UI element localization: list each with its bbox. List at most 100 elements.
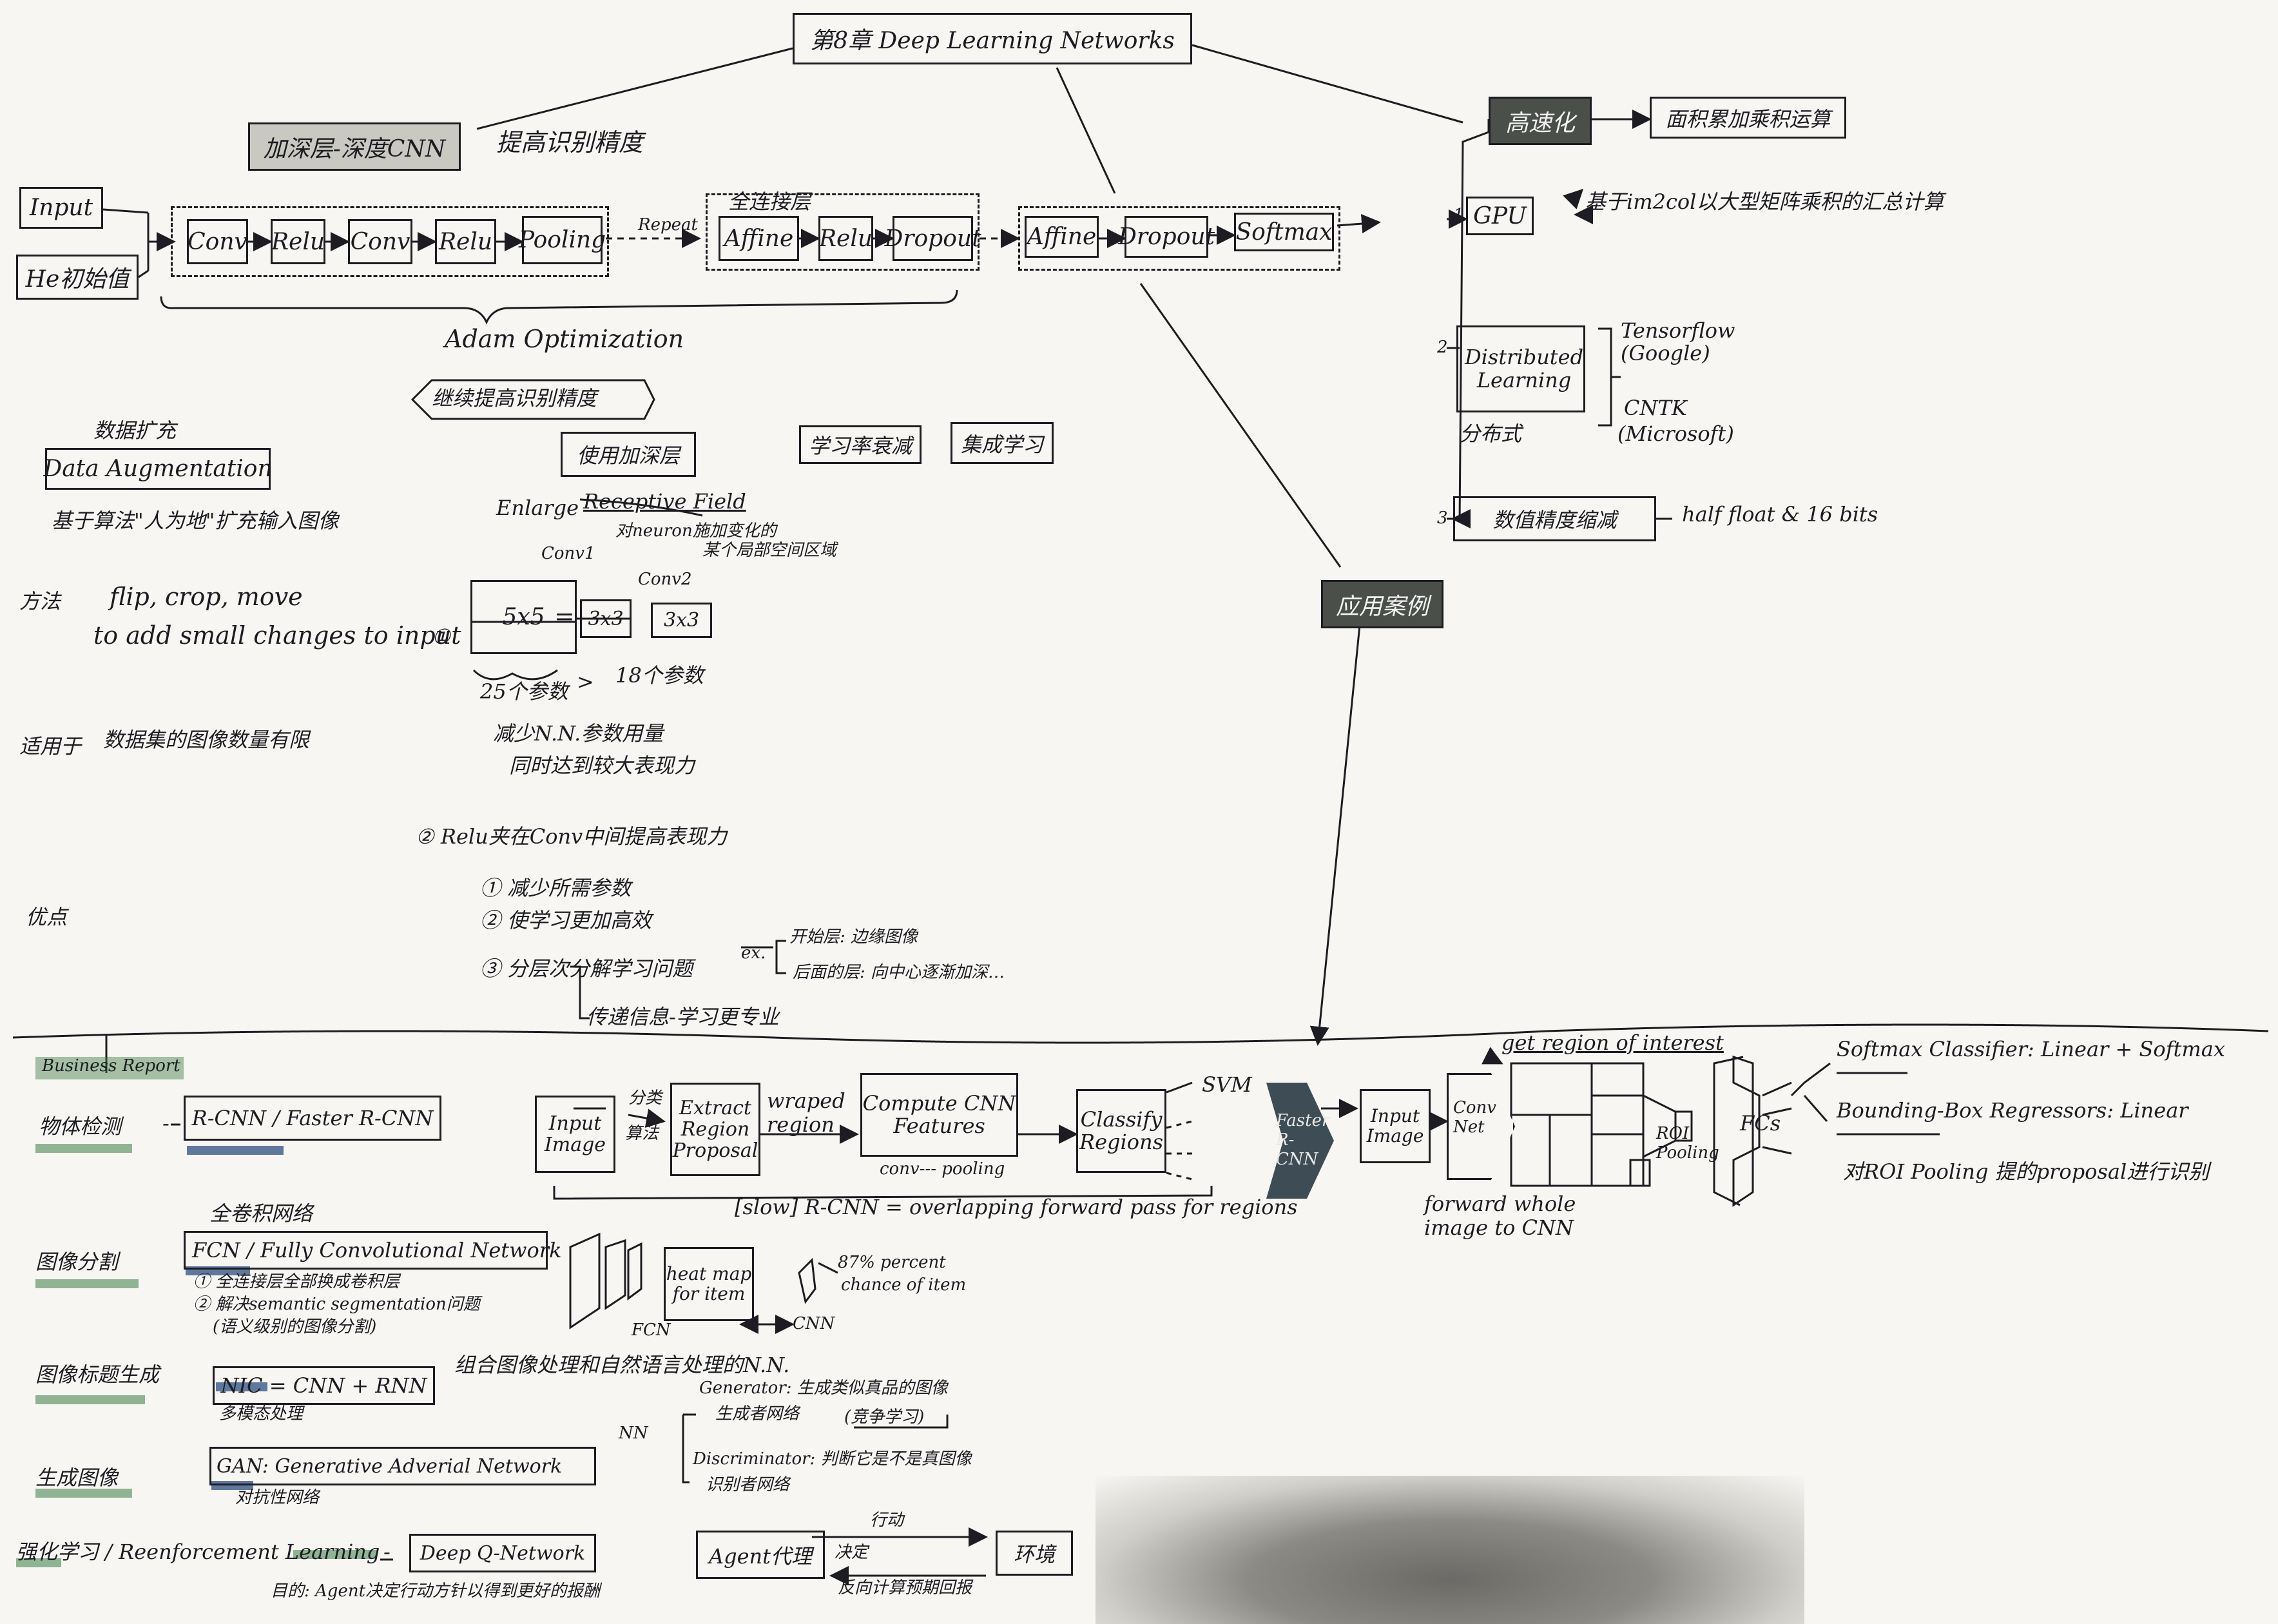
fcn-figure-label: FCN	[632, 1320, 671, 1340]
fcs-label: FCs	[1740, 1111, 1781, 1136]
ensemble-learning-tag: 集成学习	[951, 422, 1054, 464]
params-18: 18个参数	[615, 663, 704, 688]
rcnn-conv-pooling: conv--- pooling	[880, 1159, 1005, 1179]
reduce-note-2: 同时达到较大表现力	[509, 753, 695, 778]
learning-rate-decay-tag: 学习率衰减	[799, 425, 922, 464]
augmentation-title: Data Augmentation	[43, 448, 273, 490]
faster-input-image: Input Image	[1360, 1089, 1431, 1163]
cntk-label: CNTK	[1624, 396, 1687, 420]
deeper-cnn-tag: 加深层-深度CNN	[248, 122, 461, 171]
rcnn-methods-box-text: R-CNN / Faster R-CNN	[191, 1106, 434, 1130]
highlight-green-marker	[35, 1279, 139, 1288]
environment-box: 环境	[996, 1531, 1073, 1576]
use-deeper-layer-tag-text: 使用加深层	[576, 443, 680, 468]
stage1-node-1-text: Relu	[271, 228, 325, 255]
kernel-5x5-text: 5x5	[502, 604, 545, 630]
learning-rate-decay-tag-text: 学习率衰减	[808, 434, 912, 458]
augmentation-desc: 基于算法"人为地"扩充输入图像	[52, 508, 339, 533]
benefit-1: ① 减少所需参数	[480, 876, 632, 900]
stage3-node-2-text: Softmax	[1235, 218, 1333, 246]
benefit-3: ③ 分层次分解学习问题	[480, 956, 693, 981]
gpu-box-text: GPU	[1473, 202, 1527, 229]
stage1-node-4-text: Pooling	[518, 227, 606, 253]
cnn-figure-label: CNN	[793, 1314, 835, 1333]
rcnn-input-image-text: Input Image	[544, 1112, 606, 1156]
repeat-label: Repeat	[638, 215, 698, 235]
distributed-box: Distributed Learning	[1456, 325, 1585, 412]
nic-box: NIC = CNN + RNN	[213, 1366, 435, 1405]
kernel-5x5: 5x5	[470, 580, 577, 654]
example-label: ex.	[741, 943, 766, 963]
highlight-green-marker	[35, 1395, 145, 1404]
distributed-zh: 分布式	[1460, 421, 1522, 446]
receptive-field-note-2: 某个局部空间区域	[702, 541, 837, 560]
adversarial-label: 对抗性网络	[235, 1488, 320, 1507]
rcnn-methods-box: R-CNN / Faster R-CNN	[184, 1096, 441, 1141]
stage2-node-0: Affine	[719, 216, 799, 261]
kernel-3x3-b: 3x3	[651, 603, 712, 638]
point-1-marker: ①	[432, 624, 450, 649]
object-detection-label: 物体检测	[39, 1114, 122, 1139]
decide-label: 决定	[835, 1543, 869, 1562]
chance-label: chance of item	[841, 1275, 967, 1295]
rcnn-svm-label: SVM	[1202, 1072, 1252, 1097]
page-title-text: 第8章 Deep Learning Networks	[810, 28, 1175, 54]
optimizer-label: Adam Optimization	[445, 325, 684, 353]
microsoft-label: (Microsoft)	[1617, 421, 1734, 446]
reduce-note-1: 减少N.N.参数用量	[493, 721, 664, 746]
heat-map-box: heat map for item	[664, 1247, 754, 1321]
highlight-green-marker	[16, 1558, 61, 1567]
stage1-node-3: Relu	[435, 219, 496, 264]
google-label: (Google)	[1621, 341, 1710, 365]
speed-num-2: 2	[1437, 338, 1448, 357]
method-2: to add small changes to input	[93, 621, 461, 650]
kernel-3x3-a: 3x3	[580, 599, 632, 638]
action-label: 行动	[870, 1511, 904, 1530]
forward-note: forward whole image to CNN	[1424, 1192, 1576, 1240]
stage3-node-1-text: Dropout	[1117, 224, 1215, 250]
generation-label: 生成图像	[35, 1465, 119, 1490]
agent-box-text: Agent代理	[708, 1543, 812, 1569]
highlight-green-marker	[35, 1489, 132, 1498]
fcn-point-2: ② 解决semantic segmentation问题	[193, 1295, 480, 1314]
precision-box: 数值精度缩减	[1453, 496, 1656, 541]
stage1-node-1: Relu	[271, 219, 325, 264]
nn-label: NN	[619, 1424, 648, 1443]
stage1-node-4: Pooling	[518, 216, 606, 264]
applications-tag-text: 应用案例	[1335, 593, 1429, 620]
softmax-classifier: Softmax Classifier: Linear + Softmax	[1837, 1037, 2225, 1061]
paper-stain	[1096, 1476, 1804, 1624]
reinforcement-dash: -	[383, 1540, 391, 1564]
stage1-node-3-text: Relu	[438, 228, 493, 255]
input-node: Input	[19, 187, 103, 229]
fcn-point-1: ① 全连接层全部换成卷积层	[193, 1272, 400, 1291]
he-init-node-text: He初始值	[25, 266, 130, 293]
receptive-field-note-1: 对neuron施加变化的	[615, 521, 777, 541]
heat-map-box-text: heat map for item	[666, 1262, 752, 1304]
discriminator-label: Discriminator: 判断它是不是真图像	[693, 1449, 972, 1469]
compete-label: (竞争学习)	[844, 1407, 925, 1427]
method-label: 方法	[19, 589, 61, 614]
nic-box-text: NIC = CNN + RNN	[220, 1373, 427, 1398]
kernel-3x3-b-text: 3x3	[663, 609, 700, 632]
highlight-green-marker	[293, 1550, 377, 1559]
applications-tag: 应用案例	[1321, 580, 1443, 628]
dqn-box: Deep Q-Network	[409, 1534, 596, 1572]
business-report-label: Business Report	[42, 1056, 180, 1076]
segmentation-label: 图像分割	[35, 1250, 119, 1274]
faster-rcnn-label: Faster R-CNN	[1276, 1111, 1330, 1169]
augmentation-title-text: Data Augmentation	[43, 456, 273, 482]
kernel-equals: =	[554, 602, 575, 630]
deeper-cnn-tag-text: 加深层-深度CNN	[263, 135, 446, 162]
fcn-box: FCN / Fully Convolutional Network	[184, 1231, 561, 1270]
generator-zh: 生成者网络	[715, 1404, 800, 1424]
page-title: 第8章 Deep Learning Networks	[793, 13, 1192, 64]
speedup-tag-text: 高速化	[1505, 110, 1575, 137]
stage2-node-0-text: Affine	[724, 225, 794, 252]
example-2: 后面的层: 向中心逐渐加深…	[793, 963, 1005, 982]
highlight-blue-marker	[187, 1146, 284, 1155]
ensemble-learning-tag-text: 集成学习	[960, 432, 1043, 457]
kernel-3x3-a-text: 3x3	[588, 607, 624, 630]
continue-label: 继续提高识别精度	[432, 386, 597, 411]
stage2-node-2: Dropout	[884, 216, 981, 261]
